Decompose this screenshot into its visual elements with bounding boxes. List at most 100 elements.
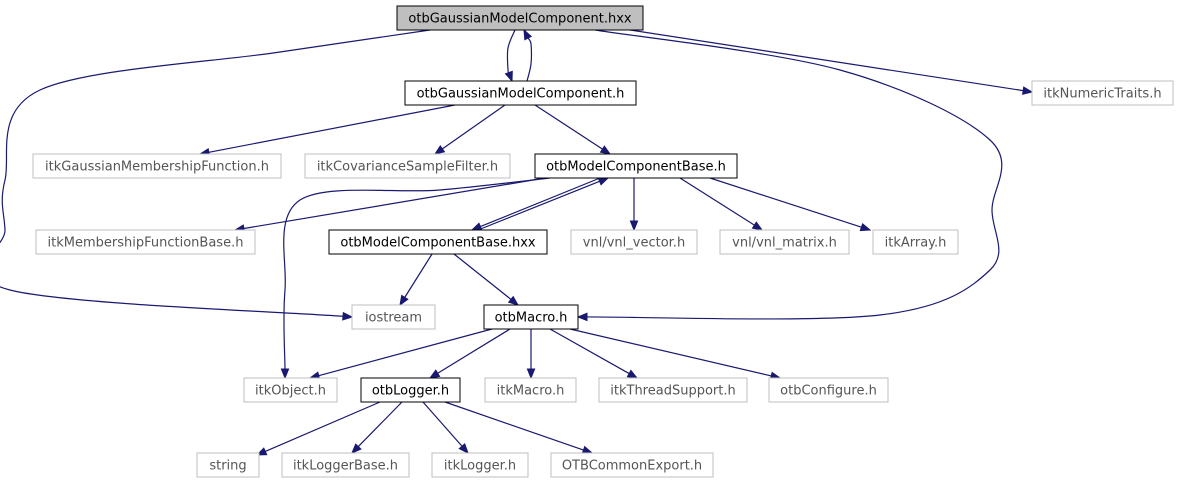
node-box xyxy=(304,153,511,179)
node-label: otbConfigure.h xyxy=(780,384,877,399)
arrowhead-n8-n6 xyxy=(597,177,610,186)
node-box xyxy=(243,377,338,403)
node-box xyxy=(719,229,850,255)
node-box xyxy=(534,153,738,179)
node-box xyxy=(351,304,436,330)
node-label: OTBCommonExport.h xyxy=(562,459,702,474)
edge-n15-n21 xyxy=(422,401,463,447)
node-n7: itkMembershipFunctionBase.h xyxy=(35,229,256,255)
node-label: otbModelComponentBase.hxx xyxy=(340,236,536,251)
node-n10: vnl/vnl_matrix.h xyxy=(719,229,850,255)
node-box xyxy=(396,5,644,31)
node-n11: itkArray.h xyxy=(872,229,959,255)
edge-n1-n2 xyxy=(506,29,516,74)
edge-n8-n13 xyxy=(453,253,512,300)
arrowhead-n8-n13 xyxy=(507,295,520,306)
node-box xyxy=(872,229,959,255)
arrowhead-n13-n15 xyxy=(428,369,441,379)
node-n19: string xyxy=(196,452,260,478)
node-label: iostream xyxy=(365,311,422,326)
arrowhead-n2-n1 xyxy=(523,28,533,41)
node-box xyxy=(328,229,548,255)
node-label: itkArray.h xyxy=(885,236,947,251)
node-n12: iostream xyxy=(351,304,436,330)
edge-n2-n6 xyxy=(534,104,603,150)
node-n16: itkMacro.h xyxy=(484,377,577,403)
edge-n2-n4 xyxy=(208,104,456,153)
node-n2[interactable]: otbGaussianModelComponent.h xyxy=(404,80,637,106)
edge-n1-n3 xyxy=(629,29,1024,92)
edge-n13-n17 xyxy=(549,328,630,375)
node-n22: OTBCommonExport.h xyxy=(550,452,714,478)
edge-n6-n10 xyxy=(679,177,755,226)
node-box xyxy=(196,452,260,478)
edge-n2-n1 xyxy=(526,37,533,82)
node-n9: vnl/vnl_vector.h xyxy=(570,229,698,255)
edge-n6-n14 xyxy=(283,177,551,370)
node-label: itkNumericTraits.h xyxy=(1043,87,1161,102)
node-box xyxy=(1031,80,1174,106)
node-n13[interactable]: otbMacro.h xyxy=(483,304,579,330)
arrowhead-n6-n10 xyxy=(751,221,764,231)
node-label: otbMacro.h xyxy=(495,311,568,326)
node-n6[interactable]: otbModelComponentBase.h xyxy=(534,153,738,179)
node-box xyxy=(484,377,577,403)
edge-n8-n12 xyxy=(404,253,433,298)
node-box xyxy=(360,377,461,403)
nodes-layer: otbGaussianModelComponent.hxx otbGaussian… xyxy=(32,5,1174,478)
edges-layer xyxy=(0,28,1034,456)
node-n21: itkLogger.h xyxy=(431,452,529,478)
node-label: otbGaussianModelComponent.h xyxy=(417,87,625,102)
node-box xyxy=(483,304,579,330)
node-n15[interactable]: otbLogger.h xyxy=(360,377,461,403)
node-n1[interactable]: otbGaussianModelComponent.hxx xyxy=(396,5,644,31)
node-label: itkLoggerBase.h xyxy=(293,459,398,474)
arrowhead-n15-n20 xyxy=(351,443,362,454)
node-n14: itkObject.h xyxy=(243,377,338,403)
arrowhead-n6-n14 xyxy=(280,368,290,380)
arrowhead-n15-n21 xyxy=(458,443,469,455)
node-label: itkThreadSupport.h xyxy=(610,384,735,399)
edge-n13-n14 xyxy=(318,328,493,377)
node-box xyxy=(32,153,282,179)
node-n3: itkNumericTraits.h xyxy=(1031,80,1174,106)
arrowhead-n15-n22 xyxy=(581,445,594,455)
node-label: otbLogger.h xyxy=(372,384,449,399)
edge-n15-n19 xyxy=(265,401,381,452)
node-n5: itkCovarianceSampleFilter.h xyxy=(304,153,511,179)
node-label: vnl/vnl_matrix.h xyxy=(732,236,837,251)
node-label: itkMacro.h xyxy=(497,384,565,399)
edge-n13-n18 xyxy=(569,328,772,377)
edge-n1-n12 xyxy=(0,29,431,317)
node-box xyxy=(570,229,698,255)
node-n17: itkThreadSupport.h xyxy=(598,377,748,403)
edge-n2-n5 xyxy=(442,104,506,150)
arrowhead-n2-n6 xyxy=(599,145,612,155)
arrowhead-n8-n12 xyxy=(399,294,409,307)
edge-n15-n20 xyxy=(357,401,403,447)
node-box xyxy=(550,452,714,478)
arrowhead-n2-n5 xyxy=(433,145,446,155)
edge-n13-n15 xyxy=(437,328,511,374)
edge-n6-n8 xyxy=(480,177,601,228)
node-box xyxy=(35,229,256,255)
arrowhead-n13-n17 xyxy=(626,369,639,379)
node-box xyxy=(431,452,529,478)
node-label: otbModelComponentBase.h xyxy=(546,160,726,175)
node-n4: itkGaussianMembershipFunction.h xyxy=(32,153,282,179)
node-label: itkLogger.h xyxy=(444,459,516,474)
node-box xyxy=(768,377,889,403)
node-n18: otbConfigure.h xyxy=(768,377,889,403)
node-label: itkObject.h xyxy=(255,384,326,399)
node-label: string xyxy=(209,459,246,474)
node-n8[interactable]: otbModelComponentBase.hxx xyxy=(328,229,548,255)
node-label: itkMembershipFunctionBase.h xyxy=(48,236,244,251)
edge-n15-n22 xyxy=(444,401,584,451)
arrowhead-n1-n2 xyxy=(504,70,513,83)
edge-n6-n7 xyxy=(243,177,546,230)
edge-n8-n6 xyxy=(477,180,600,231)
arrowhead-n1-n3 xyxy=(1021,86,1034,95)
node-label: itkCovarianceSampleFilter.h xyxy=(317,160,498,175)
node-box xyxy=(598,377,748,403)
